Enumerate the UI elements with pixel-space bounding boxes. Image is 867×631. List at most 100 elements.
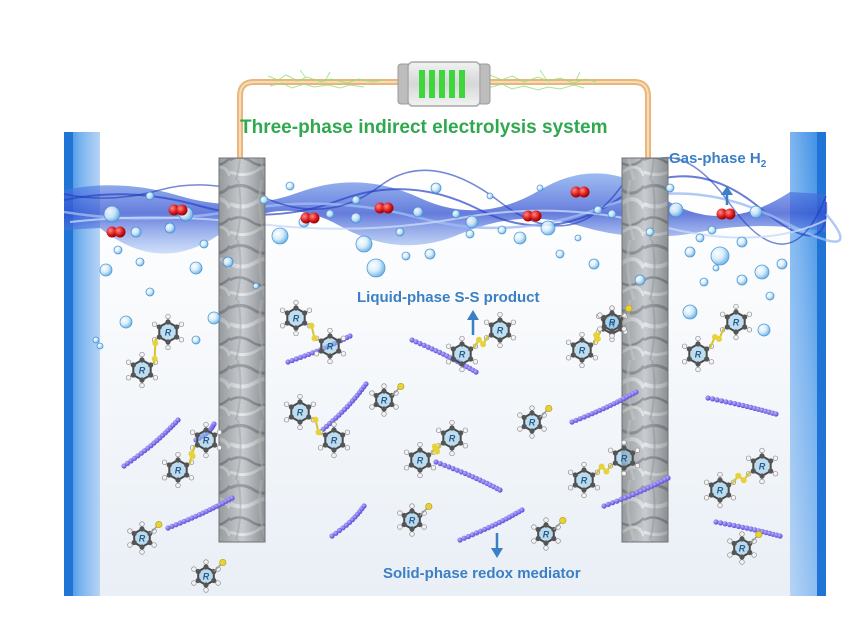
bubble-icon — [712, 264, 720, 272]
bubble-icon — [424, 248, 436, 260]
molecule-ring-label: R — [203, 436, 210, 446]
bubble-icon — [668, 202, 684, 218]
hydrogen-molecule-icon — [106, 226, 126, 238]
molecule-ring-label: R — [497, 326, 504, 336]
bubble-icon — [588, 258, 600, 270]
bubble-icon — [555, 249, 565, 259]
molecule-ring-label: R — [459, 350, 466, 360]
molecule-icon: R — [719, 303, 753, 341]
hydrogen-molecule-icon — [168, 204, 188, 216]
molecule-icon: R — [313, 327, 347, 365]
molecule-ring-label: R — [297, 408, 304, 418]
arrow-icon — [721, 186, 733, 205]
molecule-ring-label: R — [695, 350, 702, 360]
bubble-icon — [736, 236, 748, 248]
molecule-ring-label: R — [739, 544, 746, 554]
disulfide-bridge — [709, 327, 725, 349]
molecule-icon: R — [607, 439, 641, 477]
hydrogen-molecule-icon — [522, 210, 542, 222]
disulfide-bridge — [731, 471, 751, 485]
molecule-icon: R — [189, 421, 223, 459]
bubble-icon — [99, 263, 113, 277]
disulfide-bridge — [188, 445, 196, 465]
molecule-icon: R — [403, 441, 437, 479]
molecule-ring-label: R — [409, 516, 416, 526]
molecule-ring-label: R — [165, 328, 172, 338]
bubble-icon — [695, 233, 705, 243]
bubble-icon — [401, 251, 411, 261]
bubble-icon — [607, 209, 617, 219]
molecule-ring-label: R — [529, 418, 536, 428]
current-sparks — [267, 69, 597, 91]
bubble-icon — [252, 282, 260, 290]
bubble-icon — [164, 222, 176, 234]
molecule-icon: R — [191, 558, 227, 593]
molecule-icon: R — [125, 351, 159, 389]
bubble-icon — [593, 205, 603, 215]
bubble-icon — [145, 191, 155, 201]
molecule-ring-label: R — [327, 342, 334, 352]
bubble-icon — [776, 258, 788, 270]
disulfide-bridge — [307, 322, 319, 342]
bubble-icon — [271, 227, 289, 245]
molecule-ring-label: R — [717, 486, 724, 496]
bubble-icon — [259, 195, 269, 205]
molecule-icon: R — [161, 451, 195, 489]
bubble-icon — [113, 245, 123, 255]
molecule-icon: RRRRRRRRRRRRRRRRRRRRRRRRRRRR — [125, 299, 779, 593]
mediator-chain-icon — [713, 519, 783, 539]
bubble-icon — [736, 274, 748, 286]
bubble-icon — [684, 246, 696, 258]
arrow-icon — [467, 310, 479, 335]
mediator-chain-icon — [457, 507, 525, 543]
hydrogen-molecule-icon — [300, 212, 320, 224]
molecule-icon: R — [279, 299, 313, 337]
molecule-icon: R — [517, 404, 553, 439]
bubble-icon — [355, 235, 373, 253]
bubble-icon — [513, 231, 527, 245]
hydrogen-molecule-icon — [716, 208, 736, 220]
molecule-icon: R — [597, 304, 633, 339]
molecule-icon: R — [483, 311, 517, 349]
bubble-icon — [486, 192, 494, 200]
bubble-icon — [92, 336, 100, 344]
liquid-phase-label: Liquid-phase S-S product — [357, 289, 540, 306]
disulfide-bridge — [431, 443, 441, 455]
bubble-icon — [96, 342, 104, 350]
tank-left-wall-edge — [64, 132, 73, 596]
mediator-chain-icon — [601, 475, 671, 509]
bubble-icon — [119, 315, 133, 329]
bubble-icon — [749, 205, 763, 219]
bubble-icon — [351, 195, 361, 205]
bubble-icon — [207, 311, 221, 325]
bubble-icon — [350, 212, 362, 224]
mediator-chain-icon — [329, 503, 367, 539]
molecule-ring-label: R — [175, 466, 182, 476]
molecule-icon: R — [151, 313, 185, 351]
bubble-icon — [465, 229, 475, 239]
bubble-icon — [682, 304, 698, 320]
molecule-ring-label: R — [579, 346, 586, 356]
bubble-icon — [540, 220, 556, 236]
molecule-icon: R — [445, 335, 479, 373]
bubble-icon — [412, 206, 424, 218]
bubble-icon — [497, 225, 507, 235]
molecule-icon: R — [567, 461, 601, 499]
bubble-icon — [145, 287, 155, 297]
bubble-icon — [189, 261, 203, 275]
molecule-ring-label: R — [733, 318, 740, 328]
bubble-icon — [765, 291, 775, 301]
molecule-icon: R — [397, 502, 433, 537]
molecule-ring-label: R — [139, 366, 146, 376]
molecule-ring-label: R — [417, 456, 424, 466]
disulfide-bridge — [595, 463, 613, 475]
bubble-icon — [710, 246, 730, 266]
bubble-icon — [285, 181, 295, 191]
molecule-ring-label: R — [203, 572, 210, 582]
bubble-icon — [757, 323, 771, 337]
bubble-icon — [92, 181, 788, 350]
gas-phase-text: Gas-phase H — [669, 150, 761, 167]
gas-phase-subscript: 2 — [760, 159, 767, 170]
hydrogen-molecule-icon — [570, 186, 590, 198]
disulfide-bridge — [151, 337, 159, 365]
